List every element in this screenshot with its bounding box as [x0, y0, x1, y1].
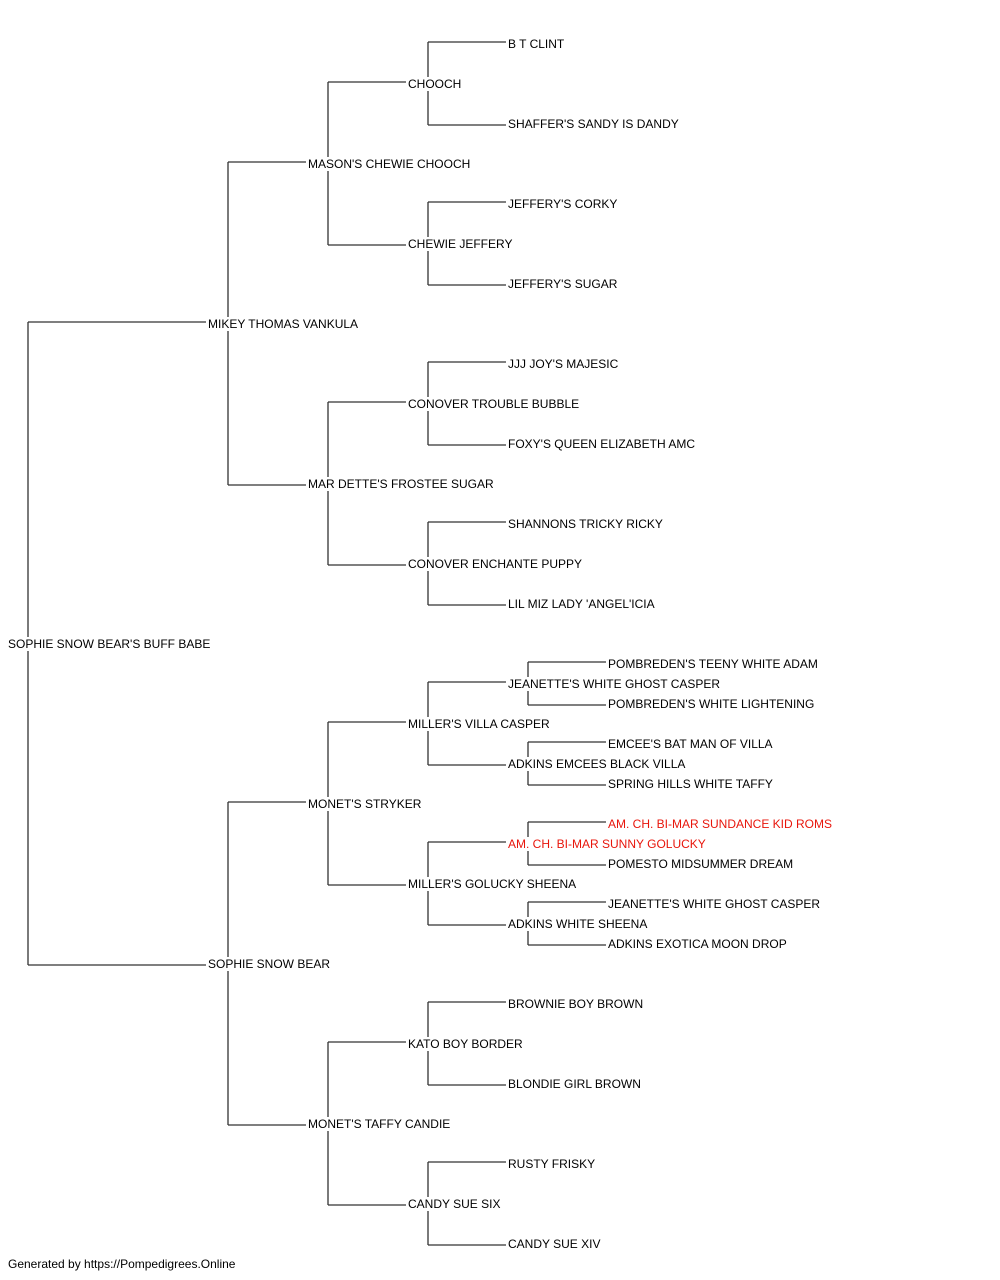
dog-name-ssd: CHEWIE JEFFERY: [408, 237, 515, 251]
dog-name-sire-dam: MAR DETTE'S FROSTEE SUGAR: [308, 477, 496, 491]
dog-name-dssss: POMBREDEN'S TEENY WHITE ADAM: [608, 657, 820, 671]
dog-name-dam-sire: MONET'S STRYKER: [308, 797, 424, 811]
dog-name-sdd: CONOVER ENCHANTE PUPPY: [408, 557, 585, 571]
dog-name-dsdss: AM. CH. BI-MAR SUNDANCE KID ROMS: [608, 817, 835, 831]
dog-name-ddd: CANDY SUE SIX: [408, 1197, 503, 1211]
dog-name-dsdsd: POMESTO MIDSUMMER DREAM: [608, 857, 796, 871]
dog-name-sddd: LIL MIZ LADY 'ANGEL'ICIA: [508, 597, 657, 611]
dog-name-dsds: AM. CH. BI-MAR SUNNY GOLUCKY: [508, 837, 708, 851]
dog-name-sss: CHOOCH: [408, 77, 464, 91]
dog-name-sdss: JJJ JOY'S MAJESIC: [508, 357, 621, 371]
dog-name-ddds: RUSTY FRISKY: [508, 1157, 598, 1171]
dog-name-ssds: JEFFERY'S CORKY: [508, 197, 620, 211]
dog-name-dds: KATO BOY BORDER: [408, 1037, 525, 1051]
generated-by-footer: Generated by https://Pompedigrees.Online: [8, 1257, 236, 1271]
dog-name-dss: MILLER'S VILLA CASPER: [408, 717, 552, 731]
dog-name-sdsd: FOXY'S QUEEN ELIZABETH AMC: [508, 437, 697, 451]
dog-name-subject: SOPHIE SNOW BEAR'S BUFF BABE: [8, 637, 213, 651]
dog-name-dssds: EMCEE'S BAT MAN OF VILLA: [608, 737, 775, 751]
dog-name-ddss: BROWNIE BOY BROWN: [508, 997, 646, 1011]
dog-name-dsss: JEANETTE'S WHITE GHOST CASPER: [508, 677, 723, 691]
dog-name-sssd: SHAFFER'S SANDY IS DANDY: [508, 117, 681, 131]
dog-name-dsdds: JEANETTE'S WHITE GHOST CASPER: [608, 897, 823, 911]
dog-name-dssd: ADKINS EMCEES BLACK VILLA: [508, 757, 688, 771]
dog-name-dam: SOPHIE SNOW BEAR: [208, 957, 333, 971]
dog-name-ssss: B T CLINT: [508, 37, 567, 51]
dog-name-dsssd: POMBREDEN'S WHITE LIGHTENING: [608, 697, 817, 711]
dog-name-sire-sire: MASON'S CHEWIE CHOOCH: [308, 157, 473, 171]
dog-name-dddd: CANDY SUE XIV: [508, 1237, 603, 1251]
dog-name-dam-dam: MONET'S TAFFY CANDIE: [308, 1117, 453, 1131]
dog-name-sdds: SHANNONS TRICKY RICKY: [508, 517, 665, 531]
dog-name-dsd: MILLER'S GOLUCKY SHEENA: [408, 877, 579, 891]
dog-name-ddsd: BLONDIE GIRL BROWN: [508, 1077, 643, 1091]
dog-name-dsdd: ADKINS WHITE SHEENA: [508, 917, 650, 931]
dog-name-sds: CONOVER TROUBLE BUBBLE: [408, 397, 582, 411]
dog-name-ssdd: JEFFERY'S SUGAR: [508, 277, 620, 291]
dog-name-sire: MIKEY THOMAS VANKULA: [208, 317, 361, 331]
dog-name-dsddd: ADKINS EXOTICA MOON DROP: [608, 937, 789, 951]
dog-name-dssdd: SPRING HILLS WHITE TAFFY: [608, 777, 775, 791]
